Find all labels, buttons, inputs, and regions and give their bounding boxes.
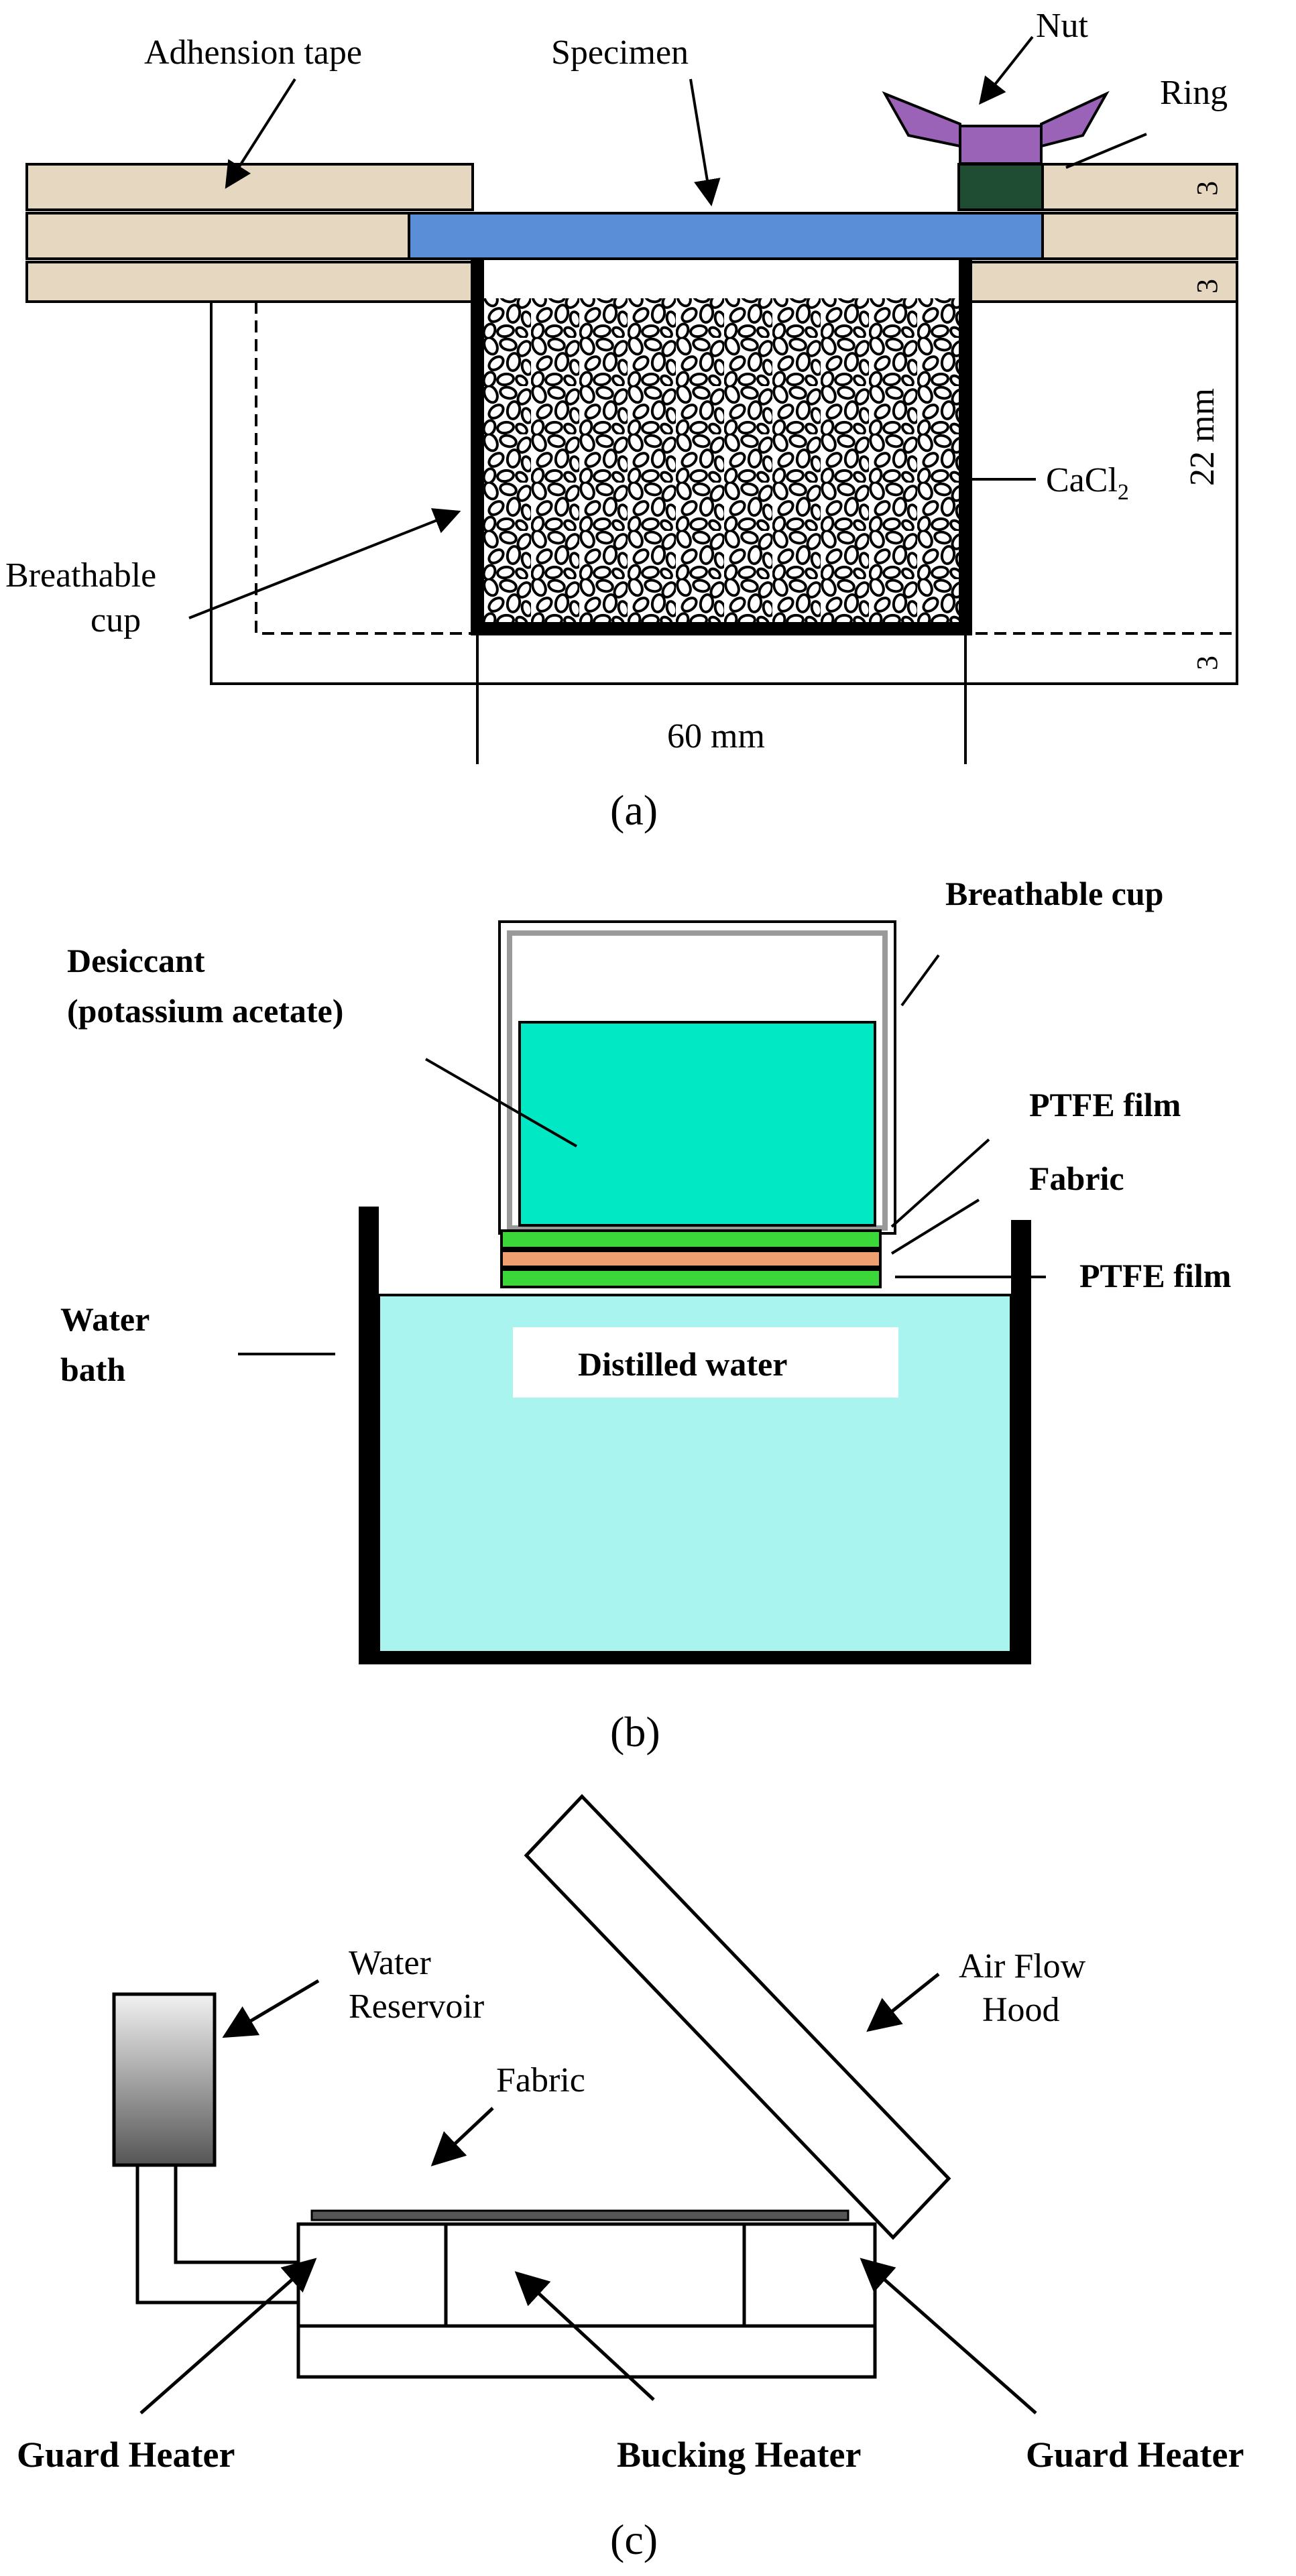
distilled-water-label: Distilled water: [578, 1345, 787, 1383]
adhesion-tape-arrow: [225, 78, 296, 189]
air-flow-hood-label-line1: Air Flow: [959, 1947, 1086, 1985]
breathable-cup-label: Breathable cup: [945, 875, 1164, 912]
ring-label: Ring: [1160, 74, 1228, 112]
panel-c-caption: (c): [610, 2516, 658, 2563]
breathable-cup-label-line2: cup: [91, 601, 141, 639]
width-dimension-label: 60 mm: [667, 717, 765, 755]
adhesion-tape-left-top: [25, 163, 474, 211]
fabric-sample: [310, 2209, 849, 2221]
cacl2-label: CaCl2: [1046, 461, 1129, 505]
adhesion-tape-right-bottom: [967, 261, 1238, 303]
water-bath-left-wall: [359, 1207, 379, 1662]
reservoir-pipe-inner: [174, 2165, 298, 2264]
ptfe-film-bottom-label: PTFE film: [1079, 1257, 1231, 1294]
water-reservoir-label-line2: Reservoir: [349, 1987, 484, 2026]
panel-c: Water Reservoir Air Flow Hood Fabric Gua…: [17, 1794, 1244, 2563]
adhesion-tape-left-middle: [25, 212, 410, 260]
nut-label: Nut: [1036, 7, 1089, 45]
breathable-cup-arrow: [188, 508, 461, 619]
guard-heater-left-label: Guard Heater: [17, 2435, 235, 2475]
nut-wing-right: [1040, 90, 1110, 148]
specimen-label: Specimen: [551, 34, 689, 72]
dimension-3-top-2: 3: [1191, 279, 1224, 294]
water-bath-bottom: [359, 1652, 1031, 1664]
reservoir-pipe-outer: [135, 2165, 298, 2305]
breathable-cup-label-line1: Breathable: [5, 556, 156, 595]
desiccant-leader: [424, 1058, 578, 1148]
height-dimension-label: 22 mm: [1183, 388, 1222, 486]
water-bath-label-line1: Water: [60, 1300, 150, 1338]
air-flow-hood-label-line2: Hood: [982, 1991, 1060, 2029]
water-bath-label-line2: bath: [60, 1351, 125, 1388]
ptfe-film-top-label: PTFE film: [1029, 1086, 1181, 1123]
adhesion-tape-right-middle: [1041, 212, 1238, 260]
desiccant-fill: [518, 1021, 876, 1227]
specimen-arrow: [689, 78, 721, 206]
ring-shape: [957, 163, 1044, 211]
guard-heater-right-label: Guard Heater: [1026, 2435, 1244, 2475]
panel-a: Adhension tape Specimen Nut Ring CaCl2 B…: [5, 7, 1238, 834]
panel-b: Breathable cup Desiccant (potassium acet…: [60, 875, 1231, 1756]
adhesion-tape-left-bottom: [25, 261, 474, 303]
adhesion-tape-label: Adhension tape: [144, 34, 362, 72]
fabric-label: Fabric: [1029, 1160, 1124, 1197]
water-reservoir-arrow: [222, 1979, 320, 2038]
specimen-layer: [408, 212, 1044, 260]
cacl2-fill: [477, 298, 965, 627]
distilled-water-label-box: [513, 1327, 898, 1398]
guard-heater-right-arrow: [860, 2258, 1037, 2414]
ptfe-film-bottom-layer: [500, 1268, 882, 1288]
fabric-layer: [500, 1249, 882, 1268]
panel-b-caption: (b): [610, 1708, 660, 1756]
bucking-heater-arrow: [514, 2271, 655, 2401]
panel-a-caption: (a): [610, 786, 658, 834]
breathable-cup-leader: [900, 954, 940, 1007]
ptfe-film-top-layer: [500, 1229, 882, 1249]
bucking-heater-label: Bucking Heater: [617, 2435, 861, 2475]
fabric-leader: [890, 1199, 980, 1255]
guard-heater-left-arrow: [139, 2258, 317, 2414]
dimension-3-bottom: 3: [1191, 656, 1224, 670]
dimension-3-top-1: 3: [1191, 181, 1224, 196]
nut-wing-left: [882, 91, 961, 148]
air-flow-hood: [524, 1794, 951, 2240]
water-reservoir: [112, 1992, 217, 2167]
nut-arrow: [979, 36, 1034, 105]
fabric-label: Fabric: [496, 2061, 585, 2099]
base-plate: [296, 2222, 877, 2379]
nut-body: [959, 125, 1043, 165]
water-reservoir-label-line1: Water: [349, 1944, 431, 1982]
ptfe-film-top-leader: [890, 1138, 990, 1228]
cup-wall: [471, 259, 972, 635]
outer-housing-outline: [210, 302, 1238, 685]
desiccant-label-line2: (potassium acetate): [67, 992, 343, 1030]
fabric-arrow: [430, 2107, 494, 2166]
desiccant-label-line1: Desiccant: [67, 942, 205, 979]
ring-leader: [1065, 133, 1147, 169]
air-flow-hood-arrow: [866, 1973, 940, 2032]
water-bath-right-wall: [1011, 1220, 1031, 1662]
